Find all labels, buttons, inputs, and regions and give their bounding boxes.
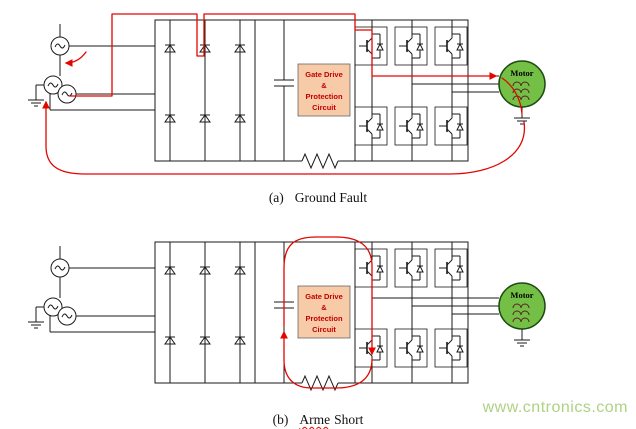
caption-ground-fault: (a) Ground Fault [0,190,636,206]
caption-word-misspelled: Arme [299,412,331,427]
watermark: www.cntronics.com [482,399,628,416]
circuit-svg-arm-short [0,236,636,408]
power-circuit [28,242,545,390]
caption-index: (b) [272,412,289,427]
ground-fault-current-path [42,13,525,175]
fault-arrow [64,51,87,67]
fault-path-main [69,13,498,97]
caption-text: Ground Fault [294,190,368,205]
fault-path-return [42,100,525,175]
caption-word: Short [334,412,364,427]
arm-short-current-path [280,236,376,389]
caption-index: (a) [268,190,284,205]
short-loop-up [283,236,376,356]
power-circuit [28,20,545,168]
diagram-ground-fault: (a) Ground Fault [0,6,636,206]
fault-path-motor [501,77,523,115]
circuit-svg-ground-fault [0,13,636,175]
short-loop-down [280,330,373,389]
